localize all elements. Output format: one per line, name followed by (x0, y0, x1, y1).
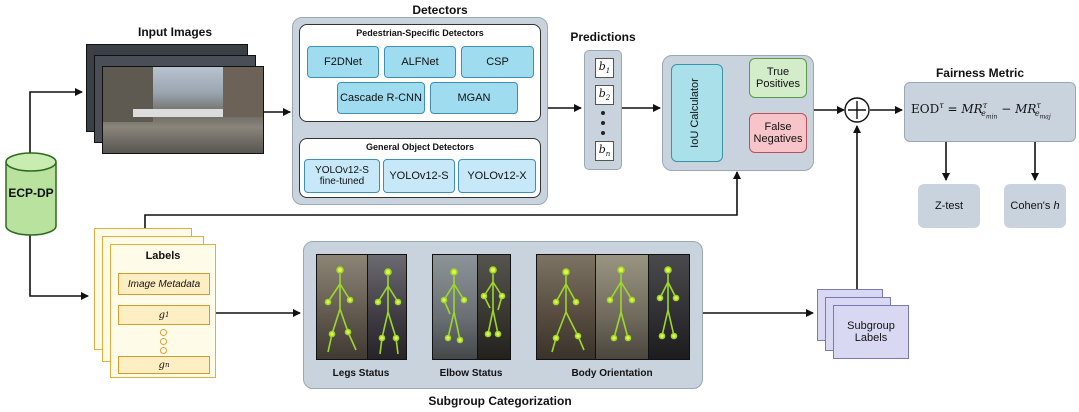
ellipsis-dot (601, 131, 605, 135)
labels-title: Labels (145, 250, 181, 262)
prediction-bn-text: bn (598, 143, 611, 159)
pedestrian-detectors-group: Pedestrian-Specific Detectors F2DNet ALF… (299, 24, 541, 122)
subgroup-title: Subgroup Categorization (428, 394, 572, 408)
subgroup-panel: Legs Status Elbow Status Body Orientatio… (303, 241, 703, 389)
elbow-skeleton-icon (440, 266, 506, 344)
formula-equals: = (947, 102, 958, 116)
general-detectors-title: General Object Detectors (365, 142, 475, 152)
ellipsis-dot (160, 329, 167, 336)
formula-minus: − (1001, 102, 1012, 116)
iou-calculator-label: IoU Calculator (689, 78, 701, 148)
orientation-skeleton-icon (551, 266, 680, 353)
label-g1-sub: 1 (164, 311, 170, 319)
iou-calculator-box: IoU Calculator (671, 64, 723, 162)
dataset-label: ECP-DP (8, 186, 54, 200)
legs-status-label: Legs Status (332, 368, 390, 379)
false-negatives-box: False Negatives (749, 113, 807, 153)
z-test-box: Z-test (918, 184, 980, 228)
input-images-title: Input Images (137, 25, 212, 39)
prediction-b2-text: b2 (598, 87, 611, 103)
formula-term2: MR (1015, 102, 1037, 116)
predictions-title: Predictions (570, 30, 636, 44)
detectors-title: Detectors (412, 3, 468, 17)
detector-cascade-rcnn: Cascade R-CNN (337, 82, 425, 114)
formula-term1-min: min (985, 113, 998, 121)
formula-term2-e: e (1034, 109, 1040, 119)
ellipsis-dot (160, 347, 167, 354)
eod-formula: EODτ = MRτemin − MRτemaj (911, 101, 1071, 121)
prediction-b1: b1 (595, 58, 614, 78)
legs-skeleton-icon (324, 266, 402, 355)
label-gn-sub: n (164, 361, 170, 369)
detector-alfnet: ALFNet (384, 46, 456, 78)
prediction-b2: b2 (595, 85, 614, 105)
detector-yolov12-x: YOLOv12-X (458, 159, 536, 193)
elbow-status-label: Elbow Status (439, 368, 503, 379)
ellipsis-dot (601, 111, 605, 115)
formula-term1-tau: τ (982, 101, 988, 110)
prediction-bn: bn (595, 141, 614, 161)
formula-term1: MR (961, 102, 983, 116)
fairness-panel: EODτ = MRτemin − MRτemaj (904, 82, 1076, 142)
cohens-label: Cohen's (1010, 200, 1051, 212)
formula-term1-e: e (981, 109, 986, 119)
ellipsis-dot (160, 338, 167, 345)
formula-term2-tau: τ (1036, 101, 1041, 110)
label-gn-text: g (158, 359, 165, 371)
detector-yolov12-s: YOLOv12-S (383, 159, 455, 193)
detector-csp: CSP (461, 46, 534, 78)
image-metadata-row: Image Metadata (118, 273, 210, 295)
predictions-panel: b1 b2 bn (584, 50, 622, 170)
formula-term2-maj: maj (1039, 113, 1051, 121)
prediction-b1-text: b1 (598, 60, 611, 76)
subgroup-labels-card: Subgroup Labels (833, 305, 909, 359)
formula-eod: EOD (911, 102, 940, 116)
cohens-h-symbol: h (1053, 200, 1060, 212)
true-positives-box: True Positives (749, 58, 807, 98)
detector-yolov12-s-finetuned: YOLOv12-S fine-tuned (304, 159, 380, 193)
general-detectors-group: General Object Detectors YOLOv12-S fine-… (299, 138, 541, 198)
label-g1-text: g (158, 309, 165, 321)
dataset-cylinder-icon (5, 152, 57, 236)
fairness-title: Fairness Metric (935, 66, 1025, 80)
detector-f2dnet: F2DNet (307, 46, 379, 78)
pedestrian-detectors-title: Pedestrian-Specific Detectors (356, 28, 484, 38)
cohens-h-box: Cohen's h (1004, 184, 1066, 228)
ellipsis-dot (601, 121, 605, 125)
detector-mgan: MGAN (430, 82, 518, 114)
detectors-panel: Pedestrian-Specific Detectors F2DNet ALF… (292, 17, 548, 205)
formula-tau: τ (939, 101, 944, 110)
iou-panel: IoU Calculator True Positives False Nega… (662, 55, 814, 171)
body-orientation-label: Body Orientation (571, 368, 653, 379)
input-image-street-scene (102, 66, 264, 154)
